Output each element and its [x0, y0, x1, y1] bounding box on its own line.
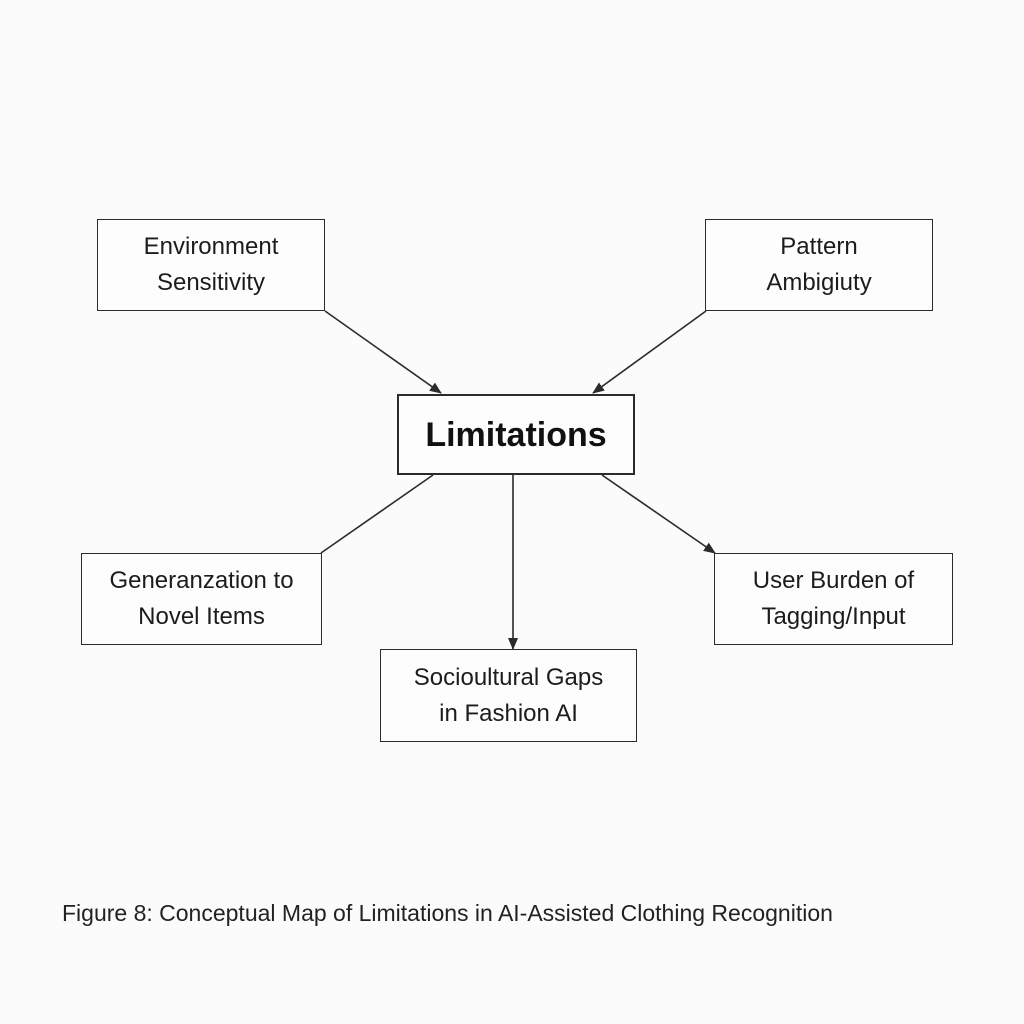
figure-caption: Figure 8: Conceptual Map of Limitations … [62, 900, 833, 926]
arrow-limitations-to-user-burden [601, 474, 716, 554]
arrow-environment-to-limitations [324, 310, 442, 394]
node-label-line-1: Socioultural Gaps [413, 663, 604, 691]
node-environment-sensitivity: Environment Sensitivity [97, 219, 325, 311]
center-label: Limitations [425, 415, 607, 454]
line-limitations-to-generalization [320, 474, 434, 554]
node-label-line-2: Novel Items [138, 603, 265, 630]
node-label-line-1: User Burden of [752, 567, 915, 594]
node-label-line-2: Ambigiuty [766, 269, 872, 296]
node-label-line-1: Generanzation to [109, 567, 294, 594]
node-label-line-2: in Fashion AI [439, 699, 578, 727]
node-label-line-1: Environment [143, 233, 279, 260]
node-sociocultural-gaps: Socioultural Gaps in Fashion AI [380, 649, 637, 742]
arrow-pattern-to-limitations [592, 310, 707, 394]
node-label-line-2: Tagging/Input [761, 603, 906, 630]
node-pattern-ambiguity: Pattern Ambigiuty [705, 219, 933, 311]
node-limitations-center: Limitations [397, 394, 635, 475]
node-label-line-1: Pattern [780, 233, 858, 260]
node-generalization: Generanzation to Novel Items [81, 553, 322, 645]
node-label-line-2: Sensitivity [156, 269, 266, 296]
node-user-burden: User Burden of Tagging/Input [714, 553, 953, 645]
